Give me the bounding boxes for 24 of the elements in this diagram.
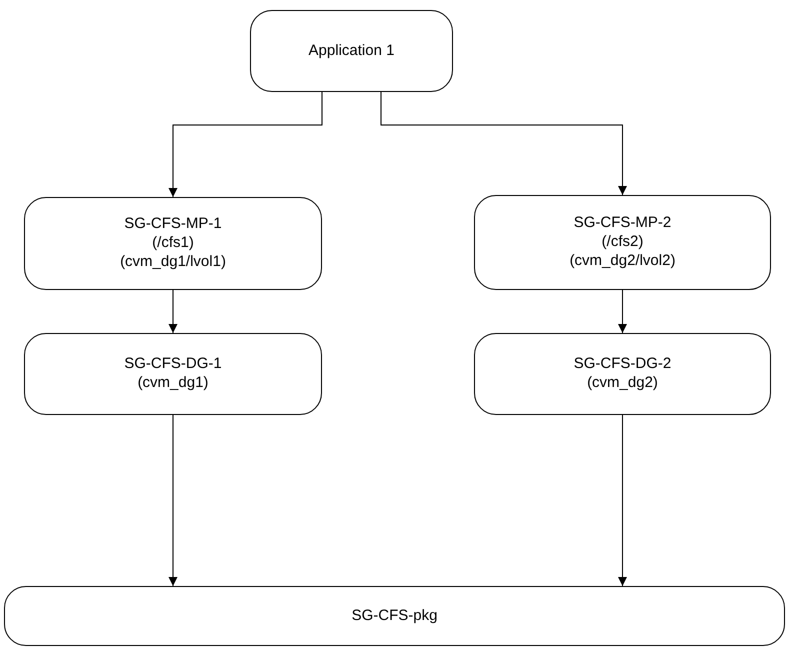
node-label: SG-CFS-DG-2 xyxy=(574,355,672,374)
rounded-process-box xyxy=(474,333,771,415)
node-label: (cvm_dg2) xyxy=(587,374,658,393)
arrow xyxy=(168,414,178,586)
arrow xyxy=(168,290,178,334)
node-label: Application 1 xyxy=(308,42,394,60)
rounded-process-box xyxy=(24,197,322,290)
node-label: SG-CFS-DG-1 xyxy=(124,355,222,374)
node-label: (cvm_dg1) xyxy=(138,374,208,393)
node-label: (/cfs2) xyxy=(602,233,644,252)
arrow xyxy=(168,92,322,198)
rounded-process-box xyxy=(474,195,771,290)
node-label: SG-CFS-MP-2 xyxy=(574,214,672,234)
rounded-process-box xyxy=(4,586,785,646)
node-label: (cvm_dg2/lvol2) xyxy=(570,252,676,271)
node-label: SG-CFS-pkg xyxy=(352,606,438,626)
arrow xyxy=(618,290,627,334)
rounded-process-box xyxy=(24,333,322,415)
arrow xyxy=(618,414,627,586)
arrow xyxy=(380,92,627,196)
node-label: (/cfs1) xyxy=(152,234,194,253)
node-label: SG-CFS-MP-1 xyxy=(124,215,222,234)
node-label: (cvm_dg1/lvol1) xyxy=(120,252,226,272)
rounded-process-box xyxy=(250,10,453,92)
